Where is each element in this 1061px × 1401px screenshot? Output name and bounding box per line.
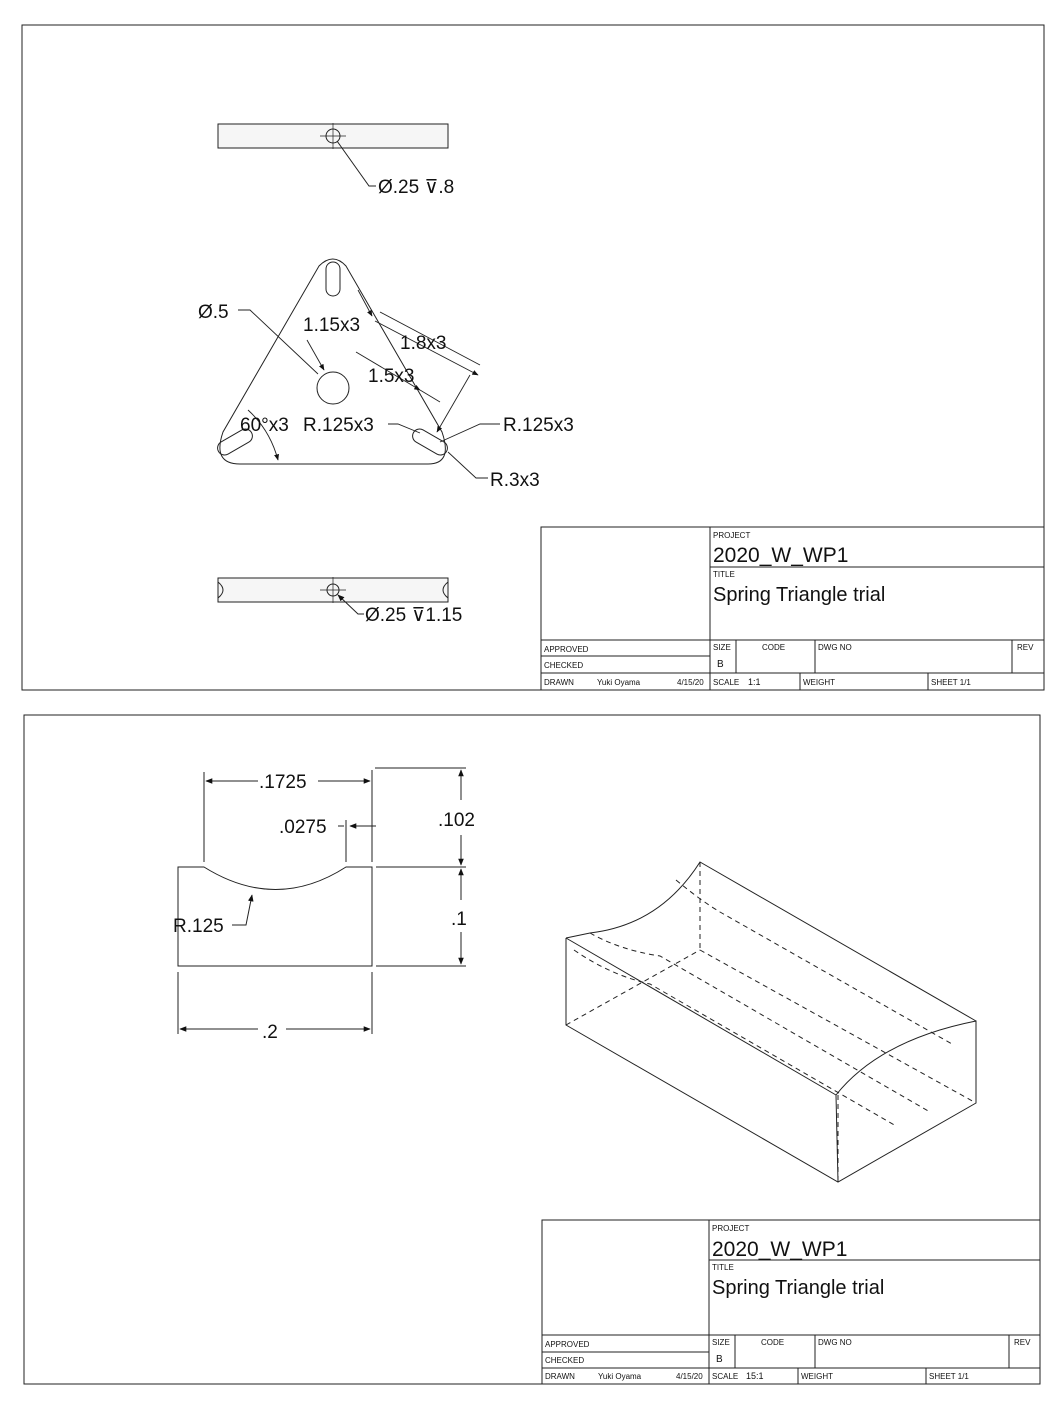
tb2-scale-label: SCALE — [712, 1372, 738, 1381]
r125-right-label: R.125x3 — [503, 415, 574, 436]
tb2-title: Spring Triangle trial — [712, 1277, 884, 1299]
tb1-date: 4/15/20 — [677, 678, 704, 687]
tb1-title-label: TITLE — [713, 570, 735, 579]
sheet-2-border — [23, 714, 1041, 1385]
tb1-scale: 1:1 — [748, 677, 761, 687]
title-block-1 — [540, 526, 1045, 691]
tb2-checked-label: CHECKED — [545, 1356, 584, 1365]
tb2-weight-label: WEIGHT — [801, 1372, 833, 1381]
tb2-approved-label: APPROVED — [545, 1340, 590, 1349]
tb2-drawn-label: DRAWN — [545, 1372, 575, 1381]
r125-left-label: R.125x3 — [303, 415, 374, 436]
top-view — [217, 123, 449, 187]
sheet-1: Ø.25 ⊽.8 Ø.5 — [21, 24, 1045, 691]
tb2-dwg-label: DWG NO — [818, 1338, 852, 1347]
tb1-code-label: CODE — [762, 643, 785, 652]
dim-top-width: .1725 — [259, 772, 307, 793]
tb1-rev-label: REV — [1017, 643, 1034, 652]
isometric-view — [565, 861, 977, 1183]
tb2-size-label: SIZE — [712, 1338, 730, 1347]
tb2-project: 2020_W_WP1 — [712, 1238, 847, 1261]
dim-total-height: .102 — [438, 810, 475, 831]
tb1-approved-label: APPROVED — [544, 645, 589, 654]
dim-width: .2 — [262, 1022, 278, 1043]
tb1-drawn-label: DRAWN — [544, 678, 574, 687]
tb2-title-label: TITLE — [712, 1263, 734, 1272]
tb1-dwg-label: DWG NO — [818, 643, 852, 652]
tb1-project: 2020_W_WP1 — [713, 544, 848, 567]
tb1-project-label: PROJECT — [713, 531, 750, 540]
bottom-hole-callout: Ø.25 ⊽1.15 — [365, 605, 462, 626]
bottom-view — [217, 577, 449, 615]
tb1-drawn-by: Yuki Oyama — [597, 678, 641, 687]
tb2-size: B — [716, 1354, 723, 1365]
dim-15-label: 1.5x3 — [368, 366, 414, 387]
tb2-sheet: SHEET 1/1 — [929, 1372, 969, 1381]
sheet-2: .1725 .0275 .102 R.125 .1 .2 — [23, 714, 1041, 1385]
top-hole-callout: Ø.25 ⊽.8 — [378, 177, 454, 198]
tb2-scale: 15:1 — [746, 1371, 764, 1381]
dim-offset: .0275 — [279, 817, 327, 838]
tb1-size-label: SIZE — [713, 643, 731, 652]
dim-18-label: 1.8x3 — [400, 333, 446, 354]
tb1-checked-label: CHECKED — [544, 661, 583, 670]
front-view — [177, 767, 466, 1034]
dim-block-height: .1 — [451, 909, 467, 930]
tb2-code-label: CODE — [761, 1338, 784, 1347]
tb1-sheet: SHEET 1/1 — [931, 678, 971, 687]
tb1-size: B — [717, 659, 724, 670]
tb2-project-label: PROJECT — [712, 1224, 749, 1233]
title-block-2 — [541, 1219, 1041, 1385]
tb1-scale-label: SCALE — [713, 678, 739, 687]
triangle-plate — [217, 258, 448, 465]
dim-radius: R.125 — [173, 916, 224, 937]
tb2-date: 4/15/20 — [676, 1372, 703, 1381]
dia-center-callout: Ø.5 — [198, 302, 229, 323]
sheet-1-border — [21, 24, 1045, 691]
tb1-title: Spring Triangle trial — [713, 584, 885, 606]
dim-115-label: 1.15x3 — [303, 315, 360, 336]
tb1-weight-label: WEIGHT — [803, 678, 835, 687]
tb2-rev-label: REV — [1014, 1338, 1031, 1347]
triangle-dimensions — [238, 289, 500, 479]
angle-label: 60°x3 — [240, 415, 289, 436]
r3-label: R.3x3 — [490, 470, 540, 491]
tb2-drawn-by: Yuki Oyama — [598, 1372, 642, 1381]
